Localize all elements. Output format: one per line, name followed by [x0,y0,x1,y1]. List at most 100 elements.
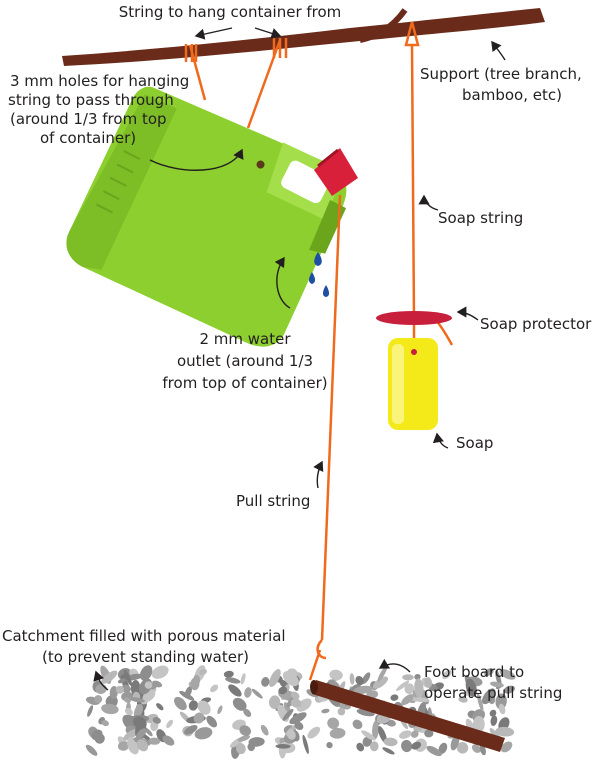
label-catchment-line2: (to prevent standing water) [42,648,249,666]
gravel-pebble [117,678,127,684]
gravel-pebble [353,685,373,695]
gravel-pebble [401,739,413,753]
gravel-pebble [426,745,442,757]
gravel-pebble [232,697,247,711]
label-string-to-hang: String to hang container from [118,3,342,21]
gravel-pebble [402,674,414,681]
gravel-pebble [206,715,218,728]
gravel-pebble [223,670,234,678]
label-pull-string: Pull string [236,492,311,510]
pull-string [320,194,342,641]
gravel-pebble [377,665,388,682]
gravel-pebble [327,717,340,730]
gravel-pebble [372,676,389,689]
gravel-pebble [228,684,242,697]
soap-bar [388,338,438,430]
gravel-pebble [411,741,422,750]
gravel-pebble [414,673,421,680]
gravel-pebble [282,708,294,721]
gravel-pebble [326,741,333,749]
gravel-pebble [136,739,149,752]
gravel-pebble [283,702,291,713]
gravel-pebble [321,708,330,714]
label-soap-string: Soap string [438,209,524,227]
gravel-pebble [156,703,164,711]
gravel-pebble [185,686,192,698]
label-catchment-line1: Catchment filled with porous material [2,627,286,645]
gravel-pebble [482,688,496,705]
gravel-pebble [410,730,419,738]
gravel-pebble [337,707,346,716]
label-soap-protector: Soap protector [480,315,592,333]
gravel-pebble [101,703,119,715]
gravel-pebble [489,681,504,688]
gravel-pebble [124,669,133,687]
label-footboard-line1: Foot board to [424,663,525,681]
gravel-pebble [286,729,296,740]
gravel-pebble [261,677,270,687]
gravel-pebble [144,681,153,689]
gravel-pebble [410,697,430,703]
support-branch [62,8,545,66]
gravel-pebble [135,728,147,740]
catchment-gravel [85,665,516,759]
gravel-pebble [404,683,415,695]
gravel-pebble [396,680,410,691]
gravel-pebble [101,670,118,684]
gravel-pebble [399,730,412,739]
gravel-pebble [361,730,376,741]
gravel-pebble [465,678,477,698]
gravel-pebble [352,719,363,730]
label-outlet-line3: from top of container) [162,374,328,392]
gravel-pebble [458,696,468,703]
gravel-pebble [471,744,481,753]
gravel-pebble [236,743,246,755]
gravel-pebble [355,675,364,686]
hanging-strings [184,38,288,129]
gravel-pebble [251,688,263,699]
gravel-pebble [152,680,163,688]
gravel-pebble [489,709,497,717]
gravel-pebble [290,698,302,708]
gravel-pebble [194,727,213,740]
water-drops [308,252,330,297]
gravel-pebble [217,705,223,715]
gravel-pebble [328,679,340,689]
label-support-line2: bamboo, etc) [462,86,562,104]
foot-board [310,680,505,752]
gravel-pebble [140,665,153,681]
gravel-pebble [307,726,321,739]
gravel-pebble [289,712,307,725]
gravel-pebble [87,705,94,717]
gravel-pebble [290,691,300,700]
gravel-pebble [94,695,103,704]
gravel-pebble [243,708,252,717]
gravel-pebble [197,700,211,715]
gravel-pebble [133,703,144,719]
gravel-pebble [329,669,343,681]
gravel-pebble [356,742,365,752]
gravel-pebble [193,674,201,685]
container-cap [314,148,358,196]
gravel-pebble [115,685,124,694]
gravel-pebble [390,694,399,701]
gravel-pebble [477,693,484,712]
gravel-pebble [124,697,131,704]
gravel-pebble [225,677,241,684]
gravel-pebble [117,741,129,751]
gravel-pebble [372,720,379,740]
label-outlet-line2: outlet (around 1/3 [176,352,314,370]
gravel-pebble [442,669,452,680]
label-holes-line2: string to pass through [8,91,174,109]
gravel-pebble [260,724,269,736]
gravel-pebble [244,687,252,698]
gravel-pebble [438,742,448,754]
gravel-pebble [144,727,153,737]
gravel-pebble [268,695,281,709]
gravel-pebble [495,726,515,737]
gravel-pebble [472,716,485,733]
gravel-pebble [378,726,387,744]
gravel-pebble [174,696,187,711]
gravel-pebble [414,678,424,699]
